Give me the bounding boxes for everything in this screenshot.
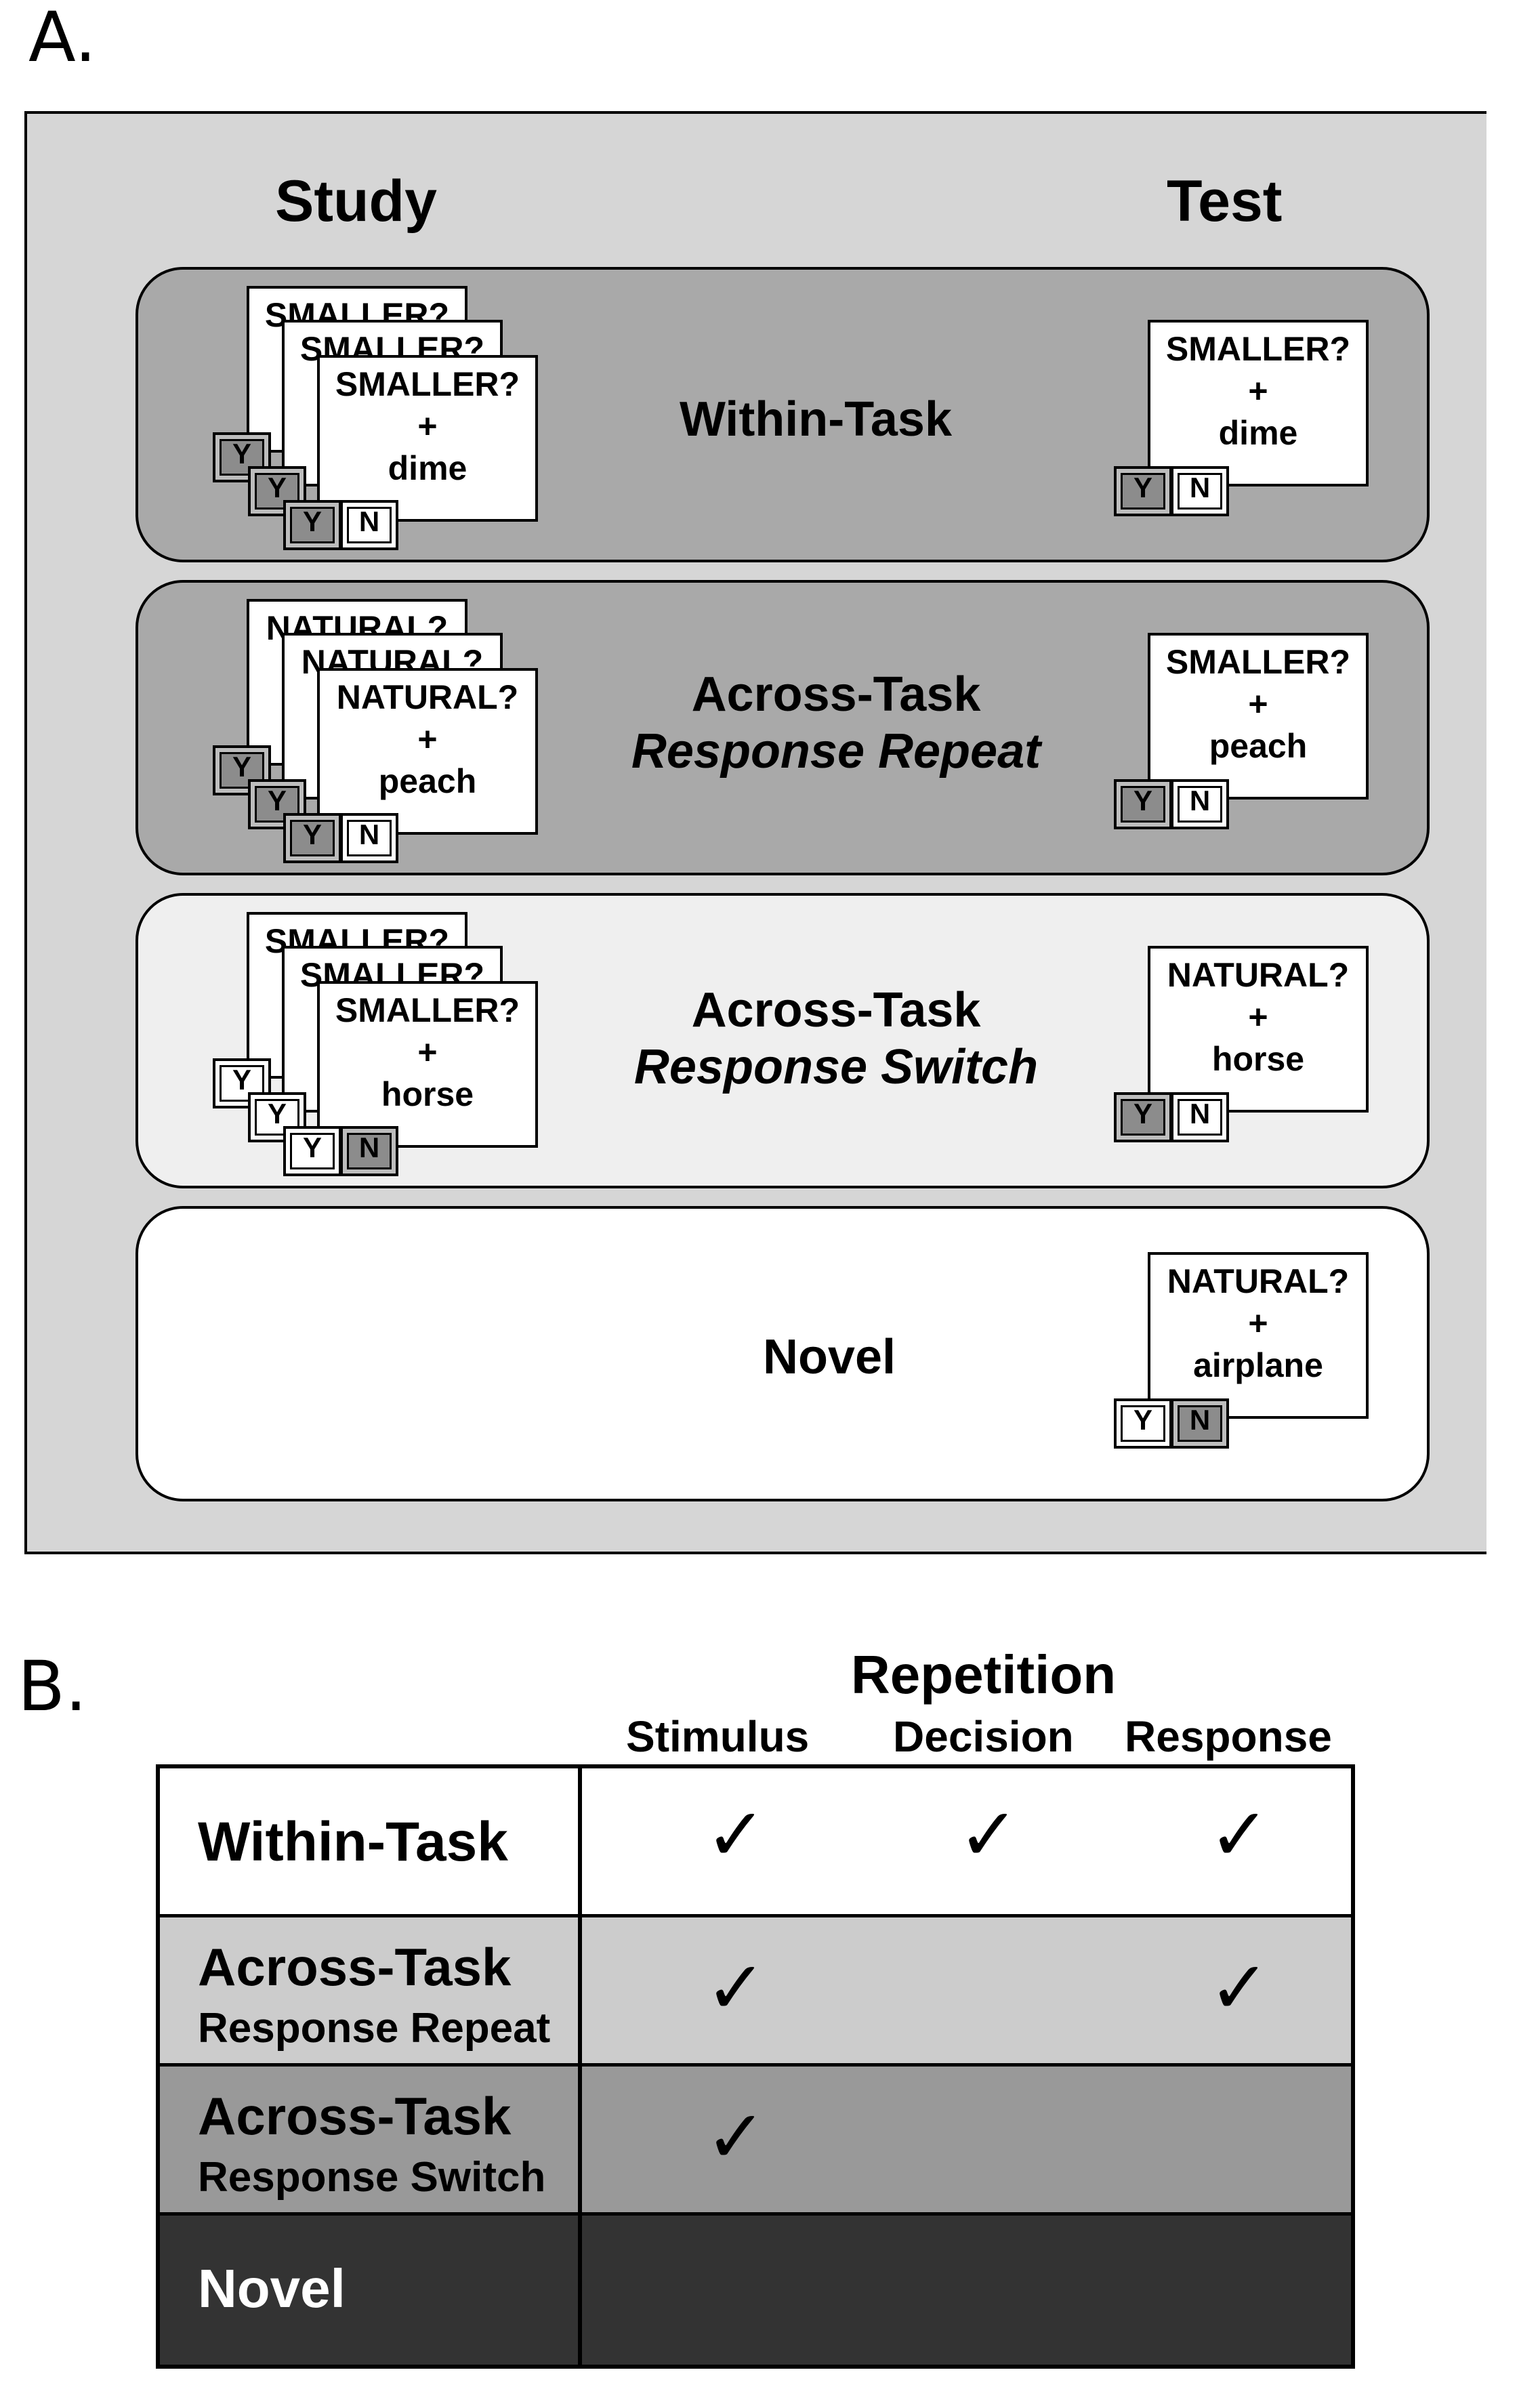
column-header-stimulus: Stimulus bbox=[626, 1712, 810, 1761]
study-key-y: Y bbox=[283, 1126, 341, 1176]
study-card-front: SMALLER?+horse bbox=[317, 981, 538, 1148]
study-key-y: Y bbox=[283, 813, 341, 863]
repetition-table: Within-Task ✓ ✓ ✓ Across-Task Response R… bbox=[156, 1764, 1355, 2369]
row-sublabel: Response Repeat bbox=[198, 2005, 551, 2052]
column-header-decision: Decision bbox=[893, 1712, 1074, 1761]
condition-novel: Novel NATURAL?+airplane Y N bbox=[136, 1206, 1430, 1501]
check-response: ✓ bbox=[1209, 1946, 1270, 2031]
check-decision: ✓ bbox=[958, 1793, 1020, 1877]
study-column-header: Study bbox=[275, 169, 437, 234]
column-header-response: Response bbox=[1125, 1712, 1332, 1761]
panel-a-label: A. bbox=[28, 0, 97, 78]
test-key-y: Y bbox=[1114, 466, 1172, 516]
test-key-n: N bbox=[1171, 1092, 1229, 1142]
test-card: NATURAL?+horse bbox=[1148, 946, 1369, 1113]
condition-label: Across-Task Response Switch bbox=[633, 983, 1039, 1094]
table-row-across-task-response-repeat: Across-Task Response Repeat ✓ ✓ bbox=[160, 1917, 1351, 2067]
study-card-front: SMALLER?+dime bbox=[317, 355, 538, 522]
study-key-n: N bbox=[340, 500, 398, 550]
test-key-y: Y bbox=[1114, 1092, 1172, 1142]
condition-across-task-response-switch: SMALLER? SMALLER? Y Y SMALLER?+horse Y N… bbox=[136, 893, 1430, 1188]
test-key-n: N bbox=[1171, 466, 1229, 516]
row-label: Across-Task bbox=[198, 2086, 512, 2146]
table-row-within-task: Within-Task ✓ ✓ ✓ bbox=[160, 1768, 1351, 1917]
test-key-y: Y bbox=[1114, 1398, 1172, 1449]
condition-label: Across-Task Response Repeat bbox=[631, 667, 1041, 779]
test-key-n: N bbox=[1171, 779, 1229, 829]
repetition-group-header: Repetition bbox=[851, 1644, 1117, 1705]
row-label: Novel bbox=[198, 2258, 346, 2319]
test-key-y: Y bbox=[1114, 779, 1172, 829]
study-key-n: N bbox=[340, 813, 398, 863]
table-row-across-task-response-switch: Across-Task Response Switch ✓ bbox=[160, 2067, 1351, 2216]
test-card: SMALLER?+peach bbox=[1148, 633, 1369, 800]
study-key-y: Y bbox=[283, 500, 341, 550]
condition-across-task-response-repeat: NATURAL? NATURAL? Y Y NATURAL?+peach Y N… bbox=[136, 580, 1430, 875]
check-stimulus: ✓ bbox=[705, 2095, 767, 2180]
panel-a-diagram: Study Test SMALLER? SMALLER? Y Y SMALLER… bbox=[24, 111, 1486, 1554]
check-stimulus: ✓ bbox=[705, 1946, 767, 2031]
test-column-header: Test bbox=[1167, 169, 1283, 234]
table-column-divider bbox=[578, 1768, 582, 2365]
test-key-n: N bbox=[1171, 1398, 1229, 1449]
table-row-novel: Novel bbox=[160, 2216, 1351, 2365]
test-card: SMALLER?+dime bbox=[1148, 320, 1369, 486]
condition-within-task: SMALLER? SMALLER? Y Y SMALLER?+dime Y N … bbox=[136, 267, 1430, 562]
study-key-y: Y bbox=[213, 1058, 271, 1108]
study-card-front: NATURAL?+peach bbox=[317, 668, 538, 835]
panel-b-label: B. bbox=[18, 1646, 87, 1727]
check-stimulus: ✓ bbox=[705, 1793, 767, 1877]
test-card: NATURAL?+airplane bbox=[1148, 1252, 1369, 1419]
condition-label: Novel bbox=[762, 1330, 896, 1384]
row-sublabel: Response Switch bbox=[198, 2154, 546, 2201]
condition-label: Within-Task bbox=[679, 392, 952, 447]
row-label: Across-Task bbox=[198, 1937, 512, 1997]
study-key-n: N bbox=[340, 1126, 398, 1176]
check-response: ✓ bbox=[1209, 1793, 1270, 1877]
row-label: Within-Task bbox=[198, 1811, 508, 1873]
